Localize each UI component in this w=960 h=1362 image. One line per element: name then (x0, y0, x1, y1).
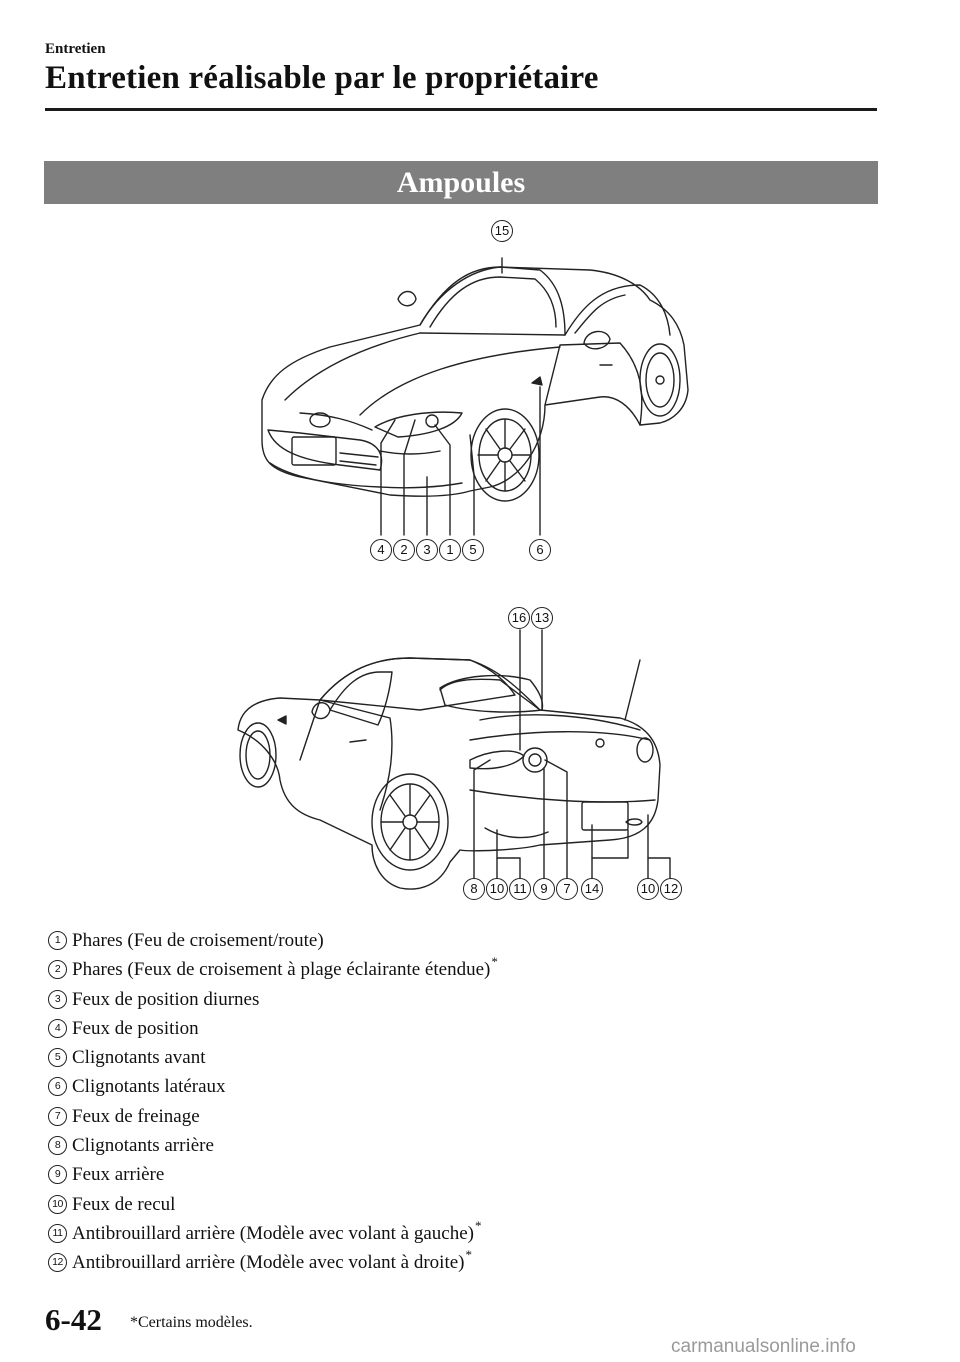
legend-text: Antibrouillard arrière (Modèle avec vola… (72, 1252, 465, 1274)
legend-number: 11 (48, 1223, 67, 1243)
callout-11: 11 (509, 878, 531, 900)
legend-text: Feux de recul (72, 1193, 176, 1215)
callout-16: 16 (508, 607, 530, 629)
front-car-illustration (261, 257, 689, 536)
callout-2: 2 (393, 539, 415, 561)
legend-number: 8 (48, 1136, 67, 1156)
callout-14: 14 (581, 878, 603, 900)
legend-text: Clignotants latéraux (72, 1076, 226, 1098)
legend-asterisk: * (491, 954, 498, 970)
callout-4: 4 (370, 539, 392, 561)
legend-text: Feux de position diurnes (72, 988, 260, 1010)
rear-car-illustration (237, 629, 671, 890)
page-number: 6-42 (45, 1302, 102, 1337)
legend-asterisk: * (465, 1247, 473, 1263)
page-title: Entretien réalisable par le propriétaire (45, 60, 599, 96)
watermark: carmanualsonline.info (671, 1336, 856, 1357)
section-banner: Ampoules (44, 161, 878, 204)
legend-text: Feux de freinage (72, 1105, 200, 1127)
legend-number: 10 (48, 1194, 67, 1214)
callout-7: 7 (556, 878, 578, 900)
callout-12: 12 (660, 878, 682, 900)
legend-number: 5 (48, 1048, 67, 1068)
legend-number: 12 (48, 1253, 67, 1273)
callout-10: 10 (486, 878, 508, 900)
title-divider (45, 108, 877, 111)
callout-8: 8 (463, 878, 485, 900)
callout-1: 1 (439, 539, 461, 561)
section-label: Entretien (45, 41, 106, 57)
legend-number: 2 (48, 960, 67, 980)
legend-text: Clignotants avant (72, 1047, 206, 1069)
legend-number: 3 (48, 989, 67, 1009)
legend-number: 1 (48, 931, 67, 950)
callout-6: 6 (529, 539, 551, 561)
legend-number: 6 (48, 1077, 67, 1097)
callout-3: 3 (416, 539, 438, 561)
legend-text: Feux de position (72, 1017, 199, 1039)
legend-number: 9 (48, 1165, 67, 1185)
legend-asterisk: * (474, 1217, 482, 1233)
legend-text: Clignotants arrière (72, 1135, 214, 1157)
callout-10b: 10 (637, 878, 659, 900)
callout-5: 5 (462, 539, 484, 561)
legend-text: Phares (Feu de croisement/route) (72, 930, 324, 951)
callout-15: 15 (491, 220, 513, 242)
callout-9: 9 (533, 878, 555, 900)
legend-text: Antibrouillard arrière (Modèle avec vola… (72, 1222, 474, 1244)
legend-number: 7 (48, 1106, 67, 1126)
legend-text: Feux arrière (72, 1164, 165, 1186)
legend-number: 4 (48, 1018, 67, 1038)
callout-13: 13 (531, 607, 553, 629)
legend-text: Phares (Feux de croisement à plage éclai… (72, 959, 491, 981)
footnote: *Certains modèles. (130, 1314, 253, 1331)
legend-item: 1 Phares (Feu de croisement/route) (48, 918, 888, 951)
